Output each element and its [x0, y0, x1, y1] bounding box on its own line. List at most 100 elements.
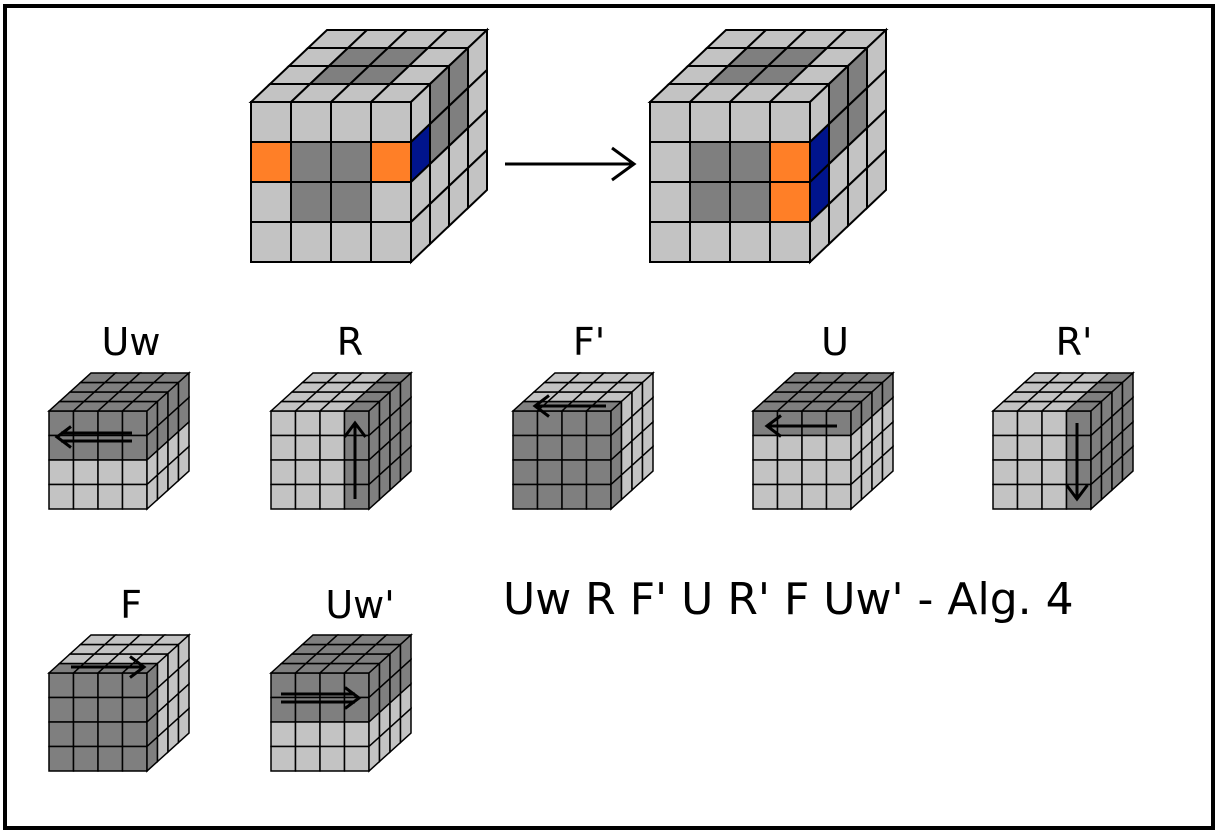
front-sticker	[72, 483, 99, 510]
front-sticker	[729, 181, 771, 223]
front-sticker	[1041, 410, 1068, 437]
front-sticker	[992, 483, 1019, 510]
move-f: F	[47, 583, 191, 773]
front-sticker	[319, 483, 346, 510]
front-sticker	[992, 434, 1019, 461]
front-sticker	[649, 101, 691, 143]
front-sticker	[585, 459, 612, 486]
front-sticker	[290, 141, 332, 183]
front-sticker	[585, 434, 612, 461]
front-sticker	[121, 434, 148, 461]
front-sticker	[294, 745, 321, 772]
front-sticker	[776, 434, 803, 461]
front-sticker	[121, 696, 148, 723]
front-sticker	[1016, 483, 1043, 510]
move-cube	[47, 633, 191, 773]
right-sticker	[399, 444, 412, 483]
cube-after	[647, 27, 889, 265]
front-sticker	[769, 141, 811, 183]
right-sticker	[866, 147, 887, 211]
move-cube	[991, 371, 1135, 511]
front-sticker	[97, 745, 124, 772]
front-sticker	[250, 101, 292, 143]
front-sticker	[689, 181, 731, 223]
move-uw-prime: Uw'	[269, 583, 413, 773]
front-sticker	[319, 434, 346, 461]
front-sticker	[729, 221, 771, 263]
front-sticker	[689, 101, 731, 143]
front-sticker	[801, 483, 828, 510]
front-sticker	[801, 410, 828, 437]
front-sticker	[48, 483, 75, 510]
front-sticker	[270, 410, 297, 437]
front-sticker	[270, 434, 297, 461]
front-sticker	[97, 672, 124, 699]
front-sticker	[1016, 434, 1043, 461]
front-sticker	[121, 745, 148, 772]
front-sticker	[48, 696, 75, 723]
front-sticker	[561, 410, 588, 437]
front-sticker	[72, 672, 99, 699]
front-sticker	[72, 745, 99, 772]
move-u: U	[751, 320, 895, 511]
front-sticker	[270, 745, 297, 772]
move-arrow	[54, 425, 132, 449]
front-sticker	[97, 434, 124, 461]
front-sticker	[319, 745, 346, 772]
move-uw: Uw	[47, 320, 191, 511]
right-sticker	[1121, 444, 1134, 483]
front-sticker	[97, 459, 124, 486]
front-sticker	[1041, 434, 1068, 461]
front-sticker	[1065, 459, 1092, 486]
front-sticker	[512, 434, 539, 461]
front-sticker	[776, 483, 803, 510]
move-arrow	[71, 655, 147, 679]
move-label: R	[337, 320, 363, 364]
front-sticker	[290, 101, 332, 143]
front-sticker	[97, 721, 124, 748]
front-sticker	[319, 459, 346, 486]
front-sticker	[343, 459, 370, 486]
front-sticker	[801, 459, 828, 486]
front-sticker	[250, 181, 292, 223]
front-sticker	[649, 221, 691, 263]
front-sticker	[270, 459, 297, 486]
right-sticker	[177, 706, 190, 745]
move-r: R	[269, 320, 413, 511]
right-sticker	[467, 147, 488, 211]
move-cube	[47, 371, 191, 511]
front-sticker	[1041, 483, 1068, 510]
front-sticker	[825, 434, 852, 461]
front-sticker	[1065, 434, 1092, 461]
move-r-prime: R'	[991, 320, 1135, 511]
front-sticker	[1065, 410, 1092, 437]
front-sticker	[649, 181, 691, 223]
right-sticker	[177, 444, 190, 483]
right-sticker	[881, 444, 894, 483]
move-arrow	[281, 686, 362, 710]
move-arrow	[343, 420, 367, 499]
front-sticker	[48, 459, 75, 486]
front-sticker	[97, 483, 124, 510]
front-sticker	[270, 721, 297, 748]
front-sticker	[561, 434, 588, 461]
move-arrow	[764, 414, 837, 438]
front-sticker	[370, 221, 412, 263]
front-sticker	[825, 410, 852, 437]
front-sticker	[752, 434, 779, 461]
front-sticker	[512, 459, 539, 486]
front-sticker	[343, 434, 370, 461]
front-sticker	[294, 410, 321, 437]
front-sticker	[343, 483, 370, 510]
front-sticker	[48, 745, 75, 772]
front-sticker	[370, 141, 412, 183]
move-f-prime: F'	[511, 320, 655, 511]
front-sticker	[825, 459, 852, 486]
front-sticker	[561, 483, 588, 510]
front-sticker	[72, 459, 99, 486]
front-sticker	[689, 141, 731, 183]
front-sticker	[330, 141, 372, 183]
transition-arrow	[505, 146, 637, 182]
move-arrow	[532, 394, 606, 418]
